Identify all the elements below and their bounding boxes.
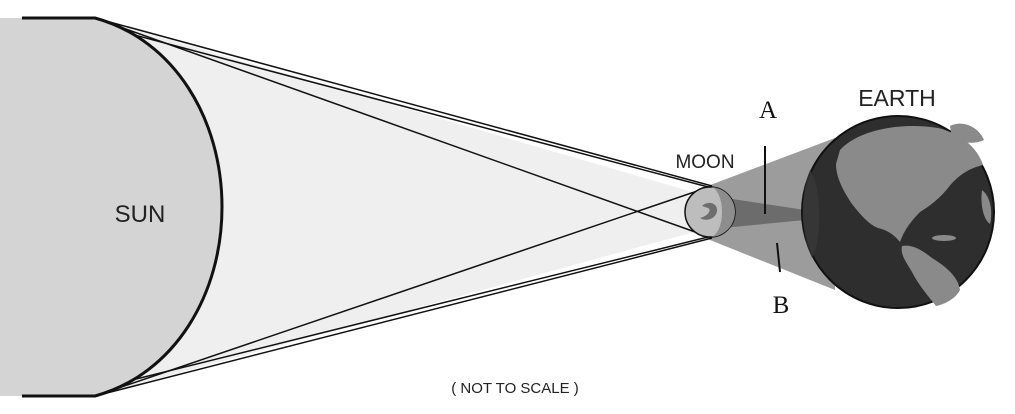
cross-ray-top-to-bottom: [94, 17, 713, 239]
ray-bottom-inner: [107, 235, 713, 387]
sun-limb: [22, 16, 224, 398]
moon-shadow-side: [710, 187, 735, 237]
moon-icon: [684, 186, 736, 238]
earth-land-south-america: [901, 245, 960, 306]
cross-ray-bottom-to-top: [94, 185, 713, 397]
earth-night-side: [802, 170, 820, 258]
sunlight-cone: [95, 18, 720, 396]
not-to-scale-note: ( NOT TO SCALE ): [451, 380, 579, 397]
earth-land-greenland: [950, 123, 984, 143]
region-a-label: A: [759, 97, 777, 124]
earth-land-africa-edge: [981, 190, 992, 224]
tangent-rays: [94, 17, 713, 397]
sun-icon: [0, 16, 224, 398]
region-b-label: B: [773, 292, 790, 319]
outer-ray-bottom: [94, 237, 713, 397]
earth-label: EARTH: [858, 85, 936, 111]
region-b-pointer: [776, 242, 781, 273]
sun-label: SUN: [115, 201, 166, 228]
earth-land-north-america: [836, 126, 983, 242]
earth-globe-icon: [801, 115, 995, 309]
outer-ray-top: [94, 17, 713, 187]
ray-top-inner: [107, 27, 713, 189]
umbra-region: [712, 196, 805, 229]
sun-disc: [0, 18, 222, 396]
moon-crater: [700, 202, 718, 220]
earth-land-caribbean: [932, 235, 956, 241]
moon-label: MOON: [675, 152, 734, 173]
